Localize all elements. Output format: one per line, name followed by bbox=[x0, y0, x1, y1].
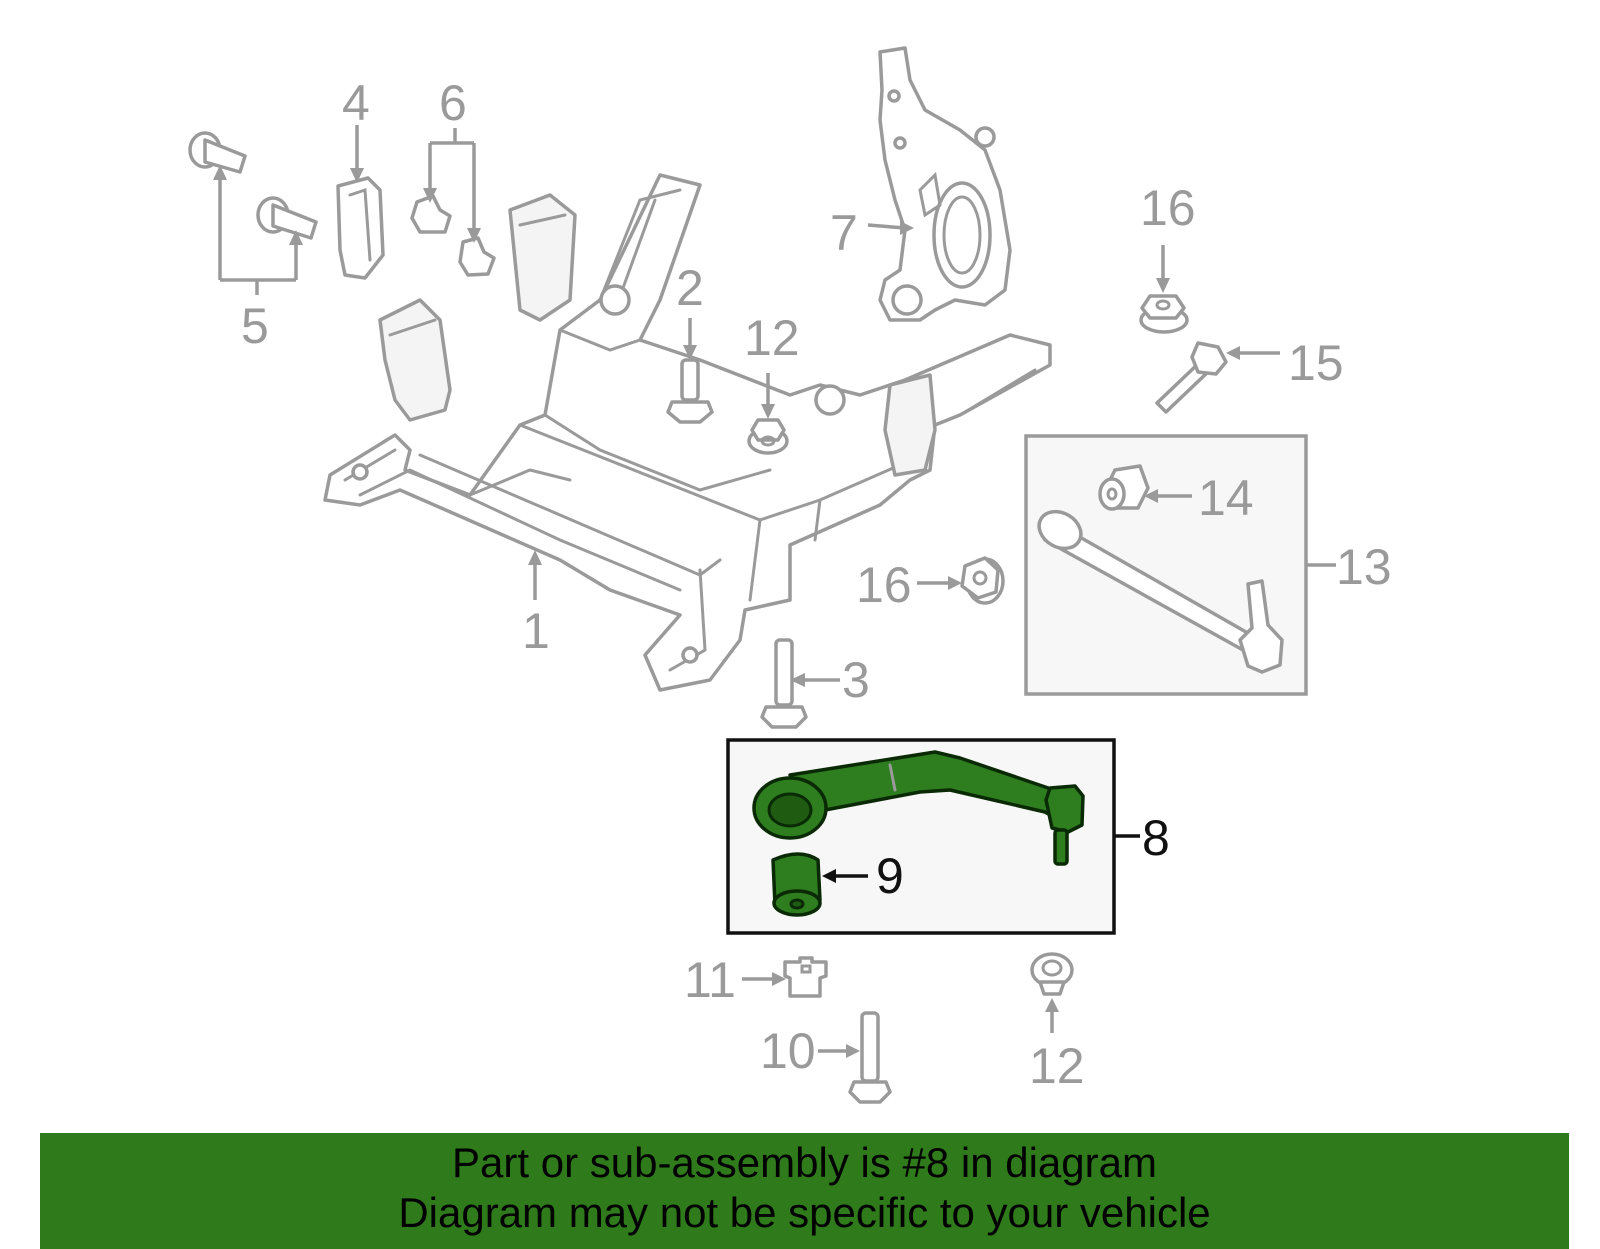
subframe-part-1 bbox=[323, 173, 1052, 692]
nut-part-12-upper bbox=[747, 418, 789, 455]
clip-part-11 bbox=[783, 956, 828, 998]
assembly-box-part-13 bbox=[1024, 434, 1308, 696]
callout-15: 15 bbox=[1288, 335, 1344, 391]
footer-line-1: Part or sub-assembly is #8 in diagram bbox=[452, 1139, 1157, 1186]
callout-4: 4 bbox=[342, 75, 370, 131]
callout-14: 14 bbox=[1198, 470, 1254, 526]
footer-line-2: Diagram may not be specific to your vehi… bbox=[398, 1189, 1211, 1236]
callout-3: 3 bbox=[842, 652, 870, 708]
callout-16-mid: 16 bbox=[856, 557, 912, 613]
callout-8: 8 bbox=[1142, 810, 1170, 866]
bolt-part-15 bbox=[1155, 341, 1228, 414]
callout-2: 2 bbox=[676, 260, 704, 316]
callout-1: 1 bbox=[522, 603, 550, 659]
bracket-part-4 bbox=[336, 176, 385, 280]
leader-lines bbox=[213, 125, 1336, 1058]
highlighted-assembly-box-part-8 bbox=[726, 738, 1116, 935]
callout-12-lower: 12 bbox=[1029, 1038, 1085, 1094]
callout-13: 13 bbox=[1336, 539, 1392, 595]
callout-12-upper: 12 bbox=[744, 310, 800, 366]
callout-11: 11 bbox=[684, 952, 736, 1008]
bushing-part-9 bbox=[771, 852, 822, 917]
callout-10: 10 bbox=[760, 1023, 816, 1079]
callout-16-top: 16 bbox=[1140, 180, 1196, 236]
callout-7: 7 bbox=[830, 205, 858, 261]
nut-part-12-lower bbox=[1030, 952, 1074, 996]
callout-5: 5 bbox=[241, 298, 269, 354]
bolt-part-10 bbox=[848, 1011, 892, 1104]
callout-6: 6 bbox=[439, 75, 467, 131]
bolt-part-3 bbox=[760, 638, 808, 729]
nut-part-16-top bbox=[1139, 294, 1189, 334]
bolts-part-5 bbox=[188, 131, 318, 240]
control-arm-part-8 bbox=[752, 750, 1085, 866]
bolt-part-2 bbox=[666, 358, 714, 424]
knuckle-part-7 bbox=[878, 46, 1012, 322]
callout-9: 9 bbox=[876, 848, 904, 904]
clips-part-6 bbox=[410, 194, 496, 277]
nut-part-16-mid bbox=[960, 556, 1005, 605]
footer-banner: Part or sub-assembly is #8 in diagram Di… bbox=[40, 1133, 1569, 1249]
